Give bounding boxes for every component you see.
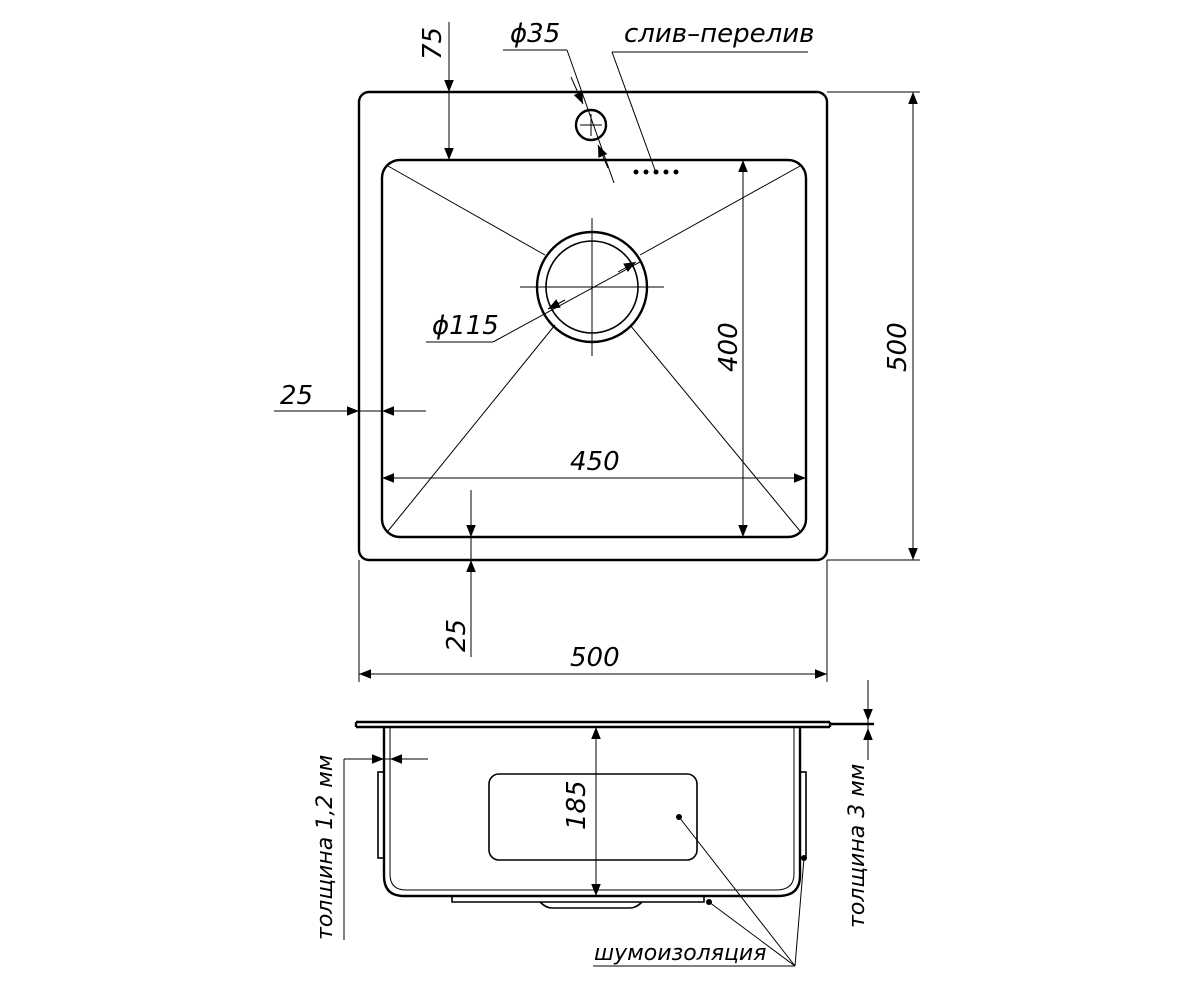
dim-thickness-left: [343, 754, 428, 940]
overflow-hole: [574, 108, 608, 142]
overflow-diameter-leader: [503, 49, 615, 184]
dim-bowl-depth-label: 400: [714, 322, 744, 372]
bowl-outline: [380, 158, 808, 539]
dim-bottom-margin-label: 25: [442, 619, 472, 652]
top-view: ϕ35 слив–перелив ϕ115 75 25: [274, 19, 920, 682]
drain-diameter-leader: [426, 261, 641, 343]
side-bowl-outline: [382, 727, 802, 898]
thickness-right-label: толщина 3 мм: [845, 764, 870, 928]
insulation-label: шумоизоляция: [594, 941, 766, 966]
overflow-label: слив–перелив: [624, 19, 814, 49]
side-bottom-feet: [451, 896, 705, 909]
side-bowl-inner: [389, 727, 795, 891]
dim-bowl-width-label: 450: [570, 447, 620, 477]
side-rim: [354, 720, 874, 729]
dim-outer-depth: [827, 91, 920, 561]
dim-outer-width: [358, 560, 828, 682]
thickness-left-label: толщина 1,2 мм: [313, 755, 338, 940]
dim-outer-depth-label: 500: [883, 322, 913, 372]
insulation-pad-left: [377, 771, 385, 859]
side-view: 185 толщина 1,2 мм толщина 3 мм шумоизол…: [313, 680, 874, 967]
drain: [520, 218, 664, 356]
insulation-sticker: [488, 773, 698, 861]
dim-outer-width-label: 500: [570, 643, 620, 673]
overflow-slots: [633, 169, 679, 175]
dim-left-margin-label: 25: [280, 381, 313, 411]
bowl-diagonals: [387, 165, 801, 532]
overflow-diameter-label: ϕ35: [510, 19, 560, 49]
drain-diameter-label: ϕ115: [432, 311, 499, 341]
dim-bowl-height-label: 185: [562, 780, 592, 830]
sink-outer-outline: [357, 90, 829, 562]
dim-top-margin-label: 75: [418, 27, 448, 60]
overflow-label-leader: [611, 51, 808, 171]
insulation-leader: [593, 816, 805, 967]
